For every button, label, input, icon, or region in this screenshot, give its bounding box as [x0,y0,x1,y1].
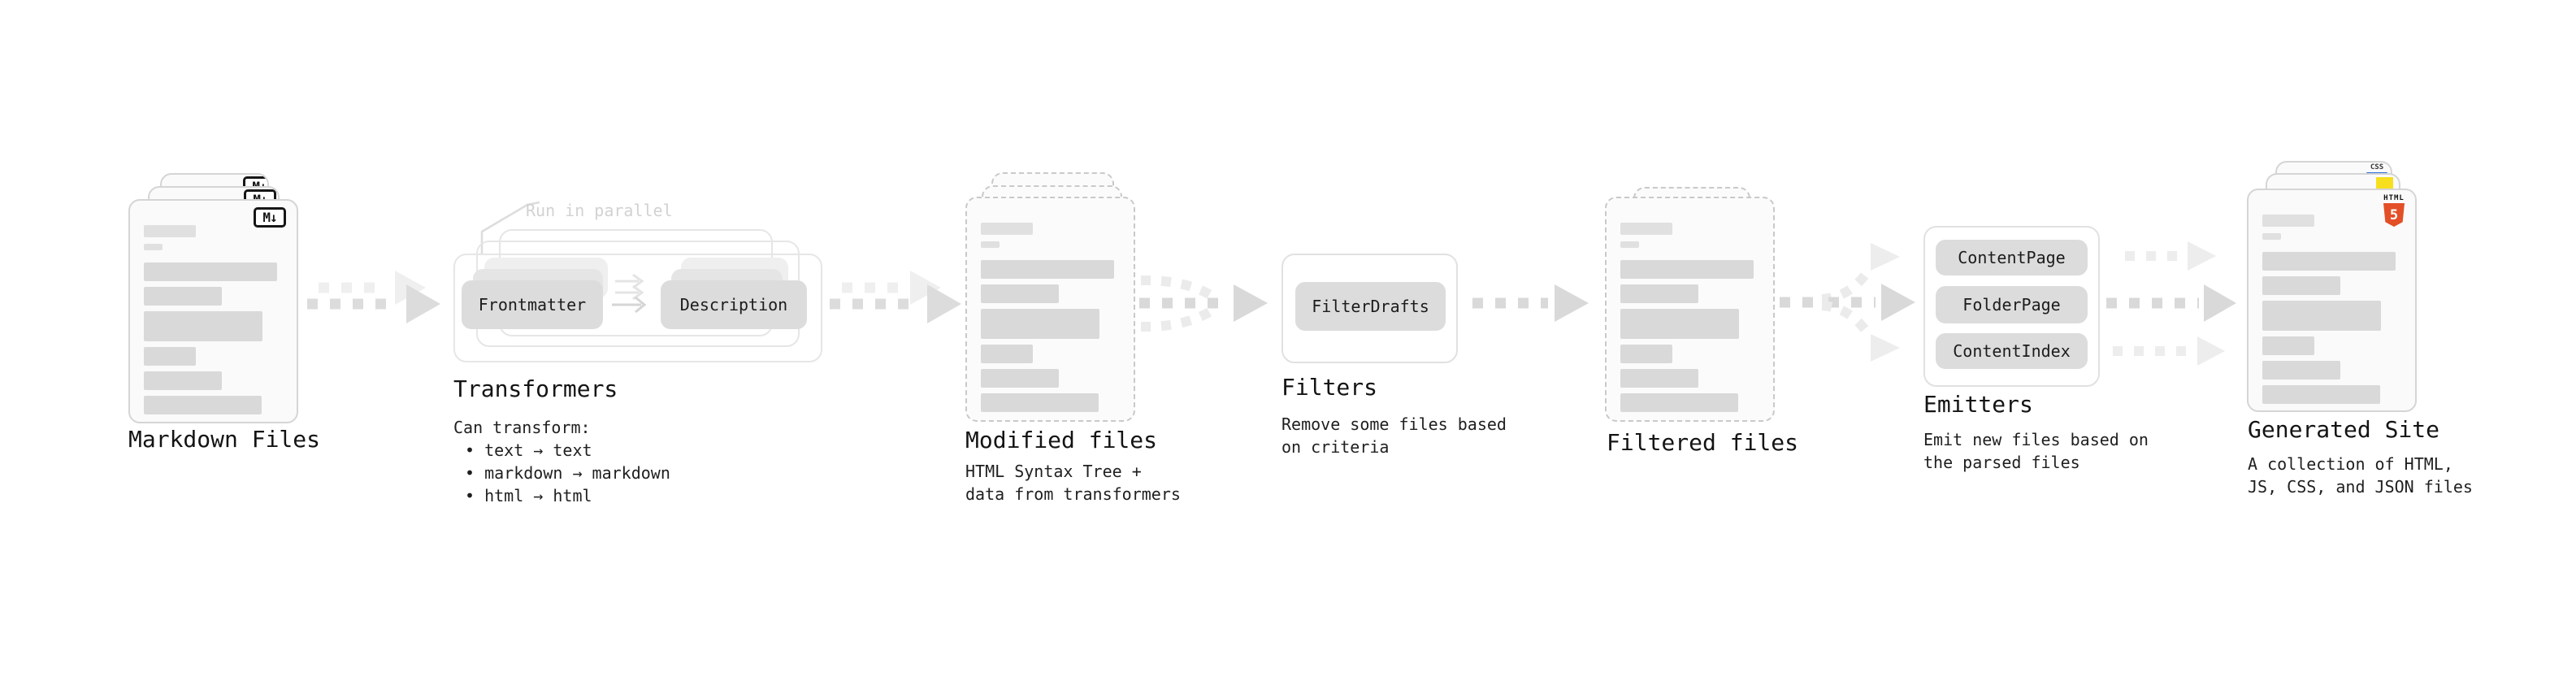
file-card-front: M↓ [128,199,298,423]
filters-group-box: FilterDrafts [1281,254,1458,363]
skeleton-bar [1620,393,1738,412]
file-card-front [965,197,1135,422]
parallel-note: Run in parallel [526,201,673,220]
file-card-front [1605,197,1775,422]
skeleton-bar [1620,241,1639,248]
arrow-head [2204,284,2236,322]
desc-line: • text → text [465,440,592,460]
stage-title-generated-site: Generated Site [2248,416,2440,443]
skeleton-bar [1620,260,1754,279]
chip-folderpage: FolderPage [1936,286,2088,323]
stage-desc-emitters: Emit new files based on the parsed files [1923,428,2149,474]
chip-contentpage: ContentPage [1936,240,2088,275]
skeleton-bar [2262,385,2380,404]
stage-desc-generated-site: A collection of HTML, JS, CSS, and JSON … [2248,453,2473,498]
desc-line: A collection of HTML, [2248,454,2453,474]
arrow-head [927,284,961,323]
stage-title-markdown-files: Markdown Files [128,426,321,453]
chip-contentindex: ContentIndex [1936,333,2088,369]
skeleton-bar [2262,233,2281,240]
skeleton-bar [1620,369,1698,388]
html5-icon: HTML 5 [2382,194,2406,227]
chip-filterdrafts: FilterDrafts [1295,282,1446,331]
arrow-head [1555,284,1589,322]
skeleton-bar [981,223,1033,235]
desc-line: data from transformers [965,484,1181,504]
stage-title-filtered-files: Filtered files [1607,429,1799,456]
arrow-modified-to-filters [1139,275,1268,332]
skeleton-bar [144,262,277,281]
arrow-head [2188,241,2216,271]
desc-line: the parsed files [1923,453,2080,472]
skeleton-bar [981,309,1099,339]
desc-line: • html → html [465,486,592,505]
arrow-head [2197,336,2225,366]
desc-line: Remove some files based [1281,414,1507,434]
skeleton-bar [144,287,222,306]
skeleton-bar [981,369,1059,388]
desc-line: JS, CSS, and JSON files [2248,477,2473,497]
arrow-head [1871,334,1900,362]
arrow-head [1871,243,1900,271]
markdown-badge-text: M↓ [262,210,277,225]
desc-line: Emit new files based on [1923,430,2149,449]
skeleton-bar [144,371,222,390]
skeleton-bar [981,345,1033,363]
arrow-head [406,284,440,323]
skeleton-bar [144,244,163,250]
skeleton-bar [2262,301,2381,331]
arrow-head [910,271,941,305]
arrow-emitters-to-generated [2106,241,2236,366]
skeleton-bar [144,347,196,366]
arrow-markdown-to-transformers [307,271,440,323]
emitters-group-box: ContentPage FolderPage ContentIndex [1923,226,2100,387]
skeleton-bar [981,393,1099,412]
arrow-head [395,271,426,305]
css-badge-text: CSS [2370,163,2384,171]
stage-desc-modified-files: HTML Syntax Tree + data from transformer… [965,460,1181,505]
stage-title-filters: Filters [1281,374,1378,401]
skeleton-bar [2262,336,2314,355]
arrow-curve [1821,301,1875,340]
arrow-curve [1821,265,1875,304]
skeleton-bar [981,241,1000,248]
desc-line: Can transform: [453,418,591,437]
stage-title-emitters: Emitters [1923,391,2033,418]
skeleton-bar [2262,215,2314,227]
stage-title-transformers: Transformers [453,375,618,402]
arrow-transformers-to-modified [830,271,961,323]
skeleton-bar [981,260,1114,279]
chip-description: Description [661,280,807,329]
arrow-curve [1140,304,1219,332]
skeleton-bar [144,396,262,414]
js-icon [2376,177,2393,189]
skeleton-bar [1620,345,1672,363]
skeleton-bar [1620,223,1672,235]
skeleton-bar [144,225,196,237]
arrow-head [1234,284,1268,322]
skeleton-bar [2262,276,2340,295]
stage-desc-filters: Remove some files based on criteria [1281,413,1507,458]
chip-frontmatter: Frontmatter [462,280,603,329]
skeleton-bar [144,311,262,341]
arrow-head [1881,284,1915,321]
stage-desc-transformers: Can transform: • text → text • markdown … [453,416,670,507]
html5-badge-shield: 5 [2383,203,2405,227]
transformer-outline-front [453,254,822,362]
desc-line: HTML Syntax Tree + [965,462,1142,481]
markdown-icon: M↓ [254,207,286,228]
arrow-filters-to-filtered [1472,284,1589,322]
desc-line: on criteria [1281,437,1390,457]
stage-title-modified-files: Modified files [965,427,1158,453]
skeleton-bar [1620,284,1698,303]
arrow-curve [1140,275,1219,303]
html5-badge-word: HTML [2383,194,2405,202]
desc-line: • markdown → markdown [465,463,670,483]
skeleton-bar [981,284,1059,303]
arrow-filtered-to-emitters [1780,243,1915,362]
skeleton-bar [1620,309,1739,339]
skeleton-bar [2262,252,2396,271]
file-card-front: HTML 5 [2247,189,2417,412]
skeleton-bar [2262,361,2340,380]
